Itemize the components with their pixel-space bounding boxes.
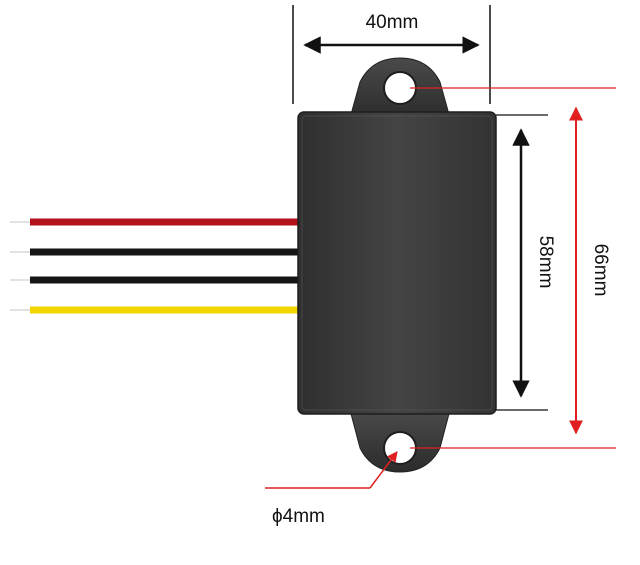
inner-height-dimension: 58mm xyxy=(496,114,556,411)
width-dimension: 40mm xyxy=(292,5,491,104)
wire-bundle xyxy=(10,218,302,314)
width-dimension-label: 40mm xyxy=(366,12,419,33)
outer-height-label: 66mm xyxy=(590,244,611,297)
bottom-mounting-ear xyxy=(349,409,451,473)
hole-diameter-callout: ϕ4mm xyxy=(265,451,398,527)
inner-height-label: 58mm xyxy=(535,236,556,289)
top-mounting-ear xyxy=(349,57,451,119)
hole-diameter-label: ϕ4mm xyxy=(272,506,325,527)
module-body xyxy=(297,111,497,415)
wire-stripped-ends xyxy=(10,221,30,311)
outer-height-dimension: 66mm xyxy=(410,87,616,449)
